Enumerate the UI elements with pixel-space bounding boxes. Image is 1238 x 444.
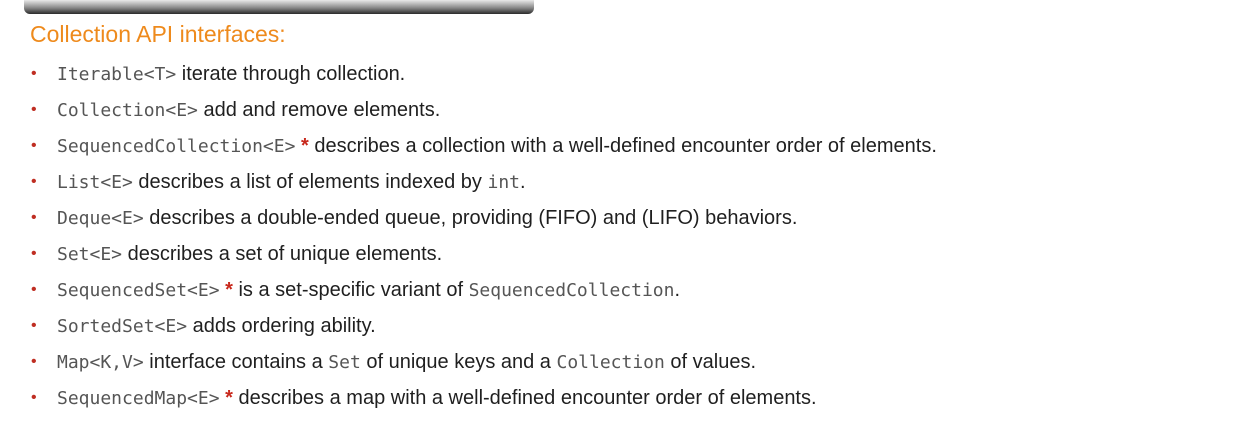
code-term: Map<K,V> xyxy=(57,352,144,373)
bullet-item-list: • List<E> describes a list of elements in… xyxy=(30,164,1238,200)
bullet-item-map: • Map<K,V> interface contains a Set of un… xyxy=(30,344,1238,380)
bullet-item-sorted-set: • SortedSet<E> adds ordering ability. xyxy=(30,308,1238,344)
bullet-text-end: . xyxy=(674,279,681,301)
code-term: SequencedSet<E> xyxy=(57,280,220,301)
code-term-inline: Set xyxy=(328,352,361,373)
bullet-text-end: . xyxy=(520,171,526,193)
bullet-dot-icon: • xyxy=(31,281,37,298)
code-term: Iterable<T> xyxy=(57,64,177,85)
bullet-dot-icon: • xyxy=(31,317,37,334)
bullet-item-deque: • Deque<E> describes a double-ended queue… xyxy=(30,200,1238,236)
code-term: SequencedCollection<E> xyxy=(57,136,296,157)
bullet-dot-icon: • xyxy=(31,353,37,370)
bullet-text: add and remove elements. xyxy=(197,99,441,121)
bullet-text: interface contains a xyxy=(143,351,329,373)
bullet-dot-icon: • xyxy=(31,101,37,118)
bullet-text-end: of values. xyxy=(664,351,757,373)
bullet-text: describes a set of unique elements. xyxy=(122,243,443,265)
slide: Collection API interfaces: • Iterable<T> … xyxy=(30,18,1238,416)
new-marker-star: * xyxy=(219,279,233,301)
bullet-text: describes a collection with a well-defin… xyxy=(308,135,937,157)
code-term: SortedSet<E> xyxy=(57,316,188,337)
bullet-item-sequenced-map: • SequencedMap<E> * describes a map with … xyxy=(30,380,1238,416)
code-term-inline: SequencedCollection xyxy=(468,280,675,301)
bullet-dot-icon: • xyxy=(31,137,37,154)
code-term: List<E> xyxy=(57,172,133,193)
code-term-inline: Collection xyxy=(556,352,665,373)
bullet-text: is a set-specific variant of xyxy=(232,279,469,301)
bullet-text: describes a double-ended queue, providin… xyxy=(143,207,798,229)
bullet-text: adds ordering ability. xyxy=(187,315,376,337)
top-image-edge xyxy=(24,0,534,14)
code-term-inline: int xyxy=(487,172,521,193)
bullet-item-collection: • Collection<E> add and remove elements. xyxy=(30,92,1238,128)
bullet-dot-icon: • xyxy=(31,65,37,82)
new-marker-star: * xyxy=(219,387,233,409)
bullet-dot-icon: • xyxy=(31,245,37,262)
bullet-dot-icon: • xyxy=(31,173,37,190)
code-term: SequencedMap<E> xyxy=(57,388,220,409)
bullet-text: describes a map with a well-defined enco… xyxy=(232,387,817,409)
bullet-item-set: • Set<E> describes a set of unique elemen… xyxy=(30,236,1238,272)
bullet-text: iterate through collection. xyxy=(176,63,406,85)
bullet-item-sequenced-set: • SequencedSet<E> * is a set-specific var… xyxy=(30,272,1238,308)
bullet-text: describes a list of elements indexed by xyxy=(132,171,488,193)
new-marker-star: * xyxy=(295,135,309,157)
bullet-item-iterable: • Iterable<T> iterate through collection. xyxy=(30,56,1238,92)
bullet-text-middle: of unique keys and a xyxy=(360,351,557,373)
slide-title: Collection API interfaces: xyxy=(30,21,286,47)
bullet-dot-icon: • xyxy=(31,209,37,226)
bullet-item-sequenced-collection: • SequencedCollection<E> * describes a co… xyxy=(30,128,1238,164)
code-term: Deque<E> xyxy=(57,208,144,229)
code-term: Collection<E> xyxy=(57,100,198,121)
code-term: Set<E> xyxy=(57,244,123,265)
bullet-list: • Iterable<T> iterate through collection.… xyxy=(30,56,1238,416)
bullet-dot-icon: • xyxy=(31,389,37,406)
